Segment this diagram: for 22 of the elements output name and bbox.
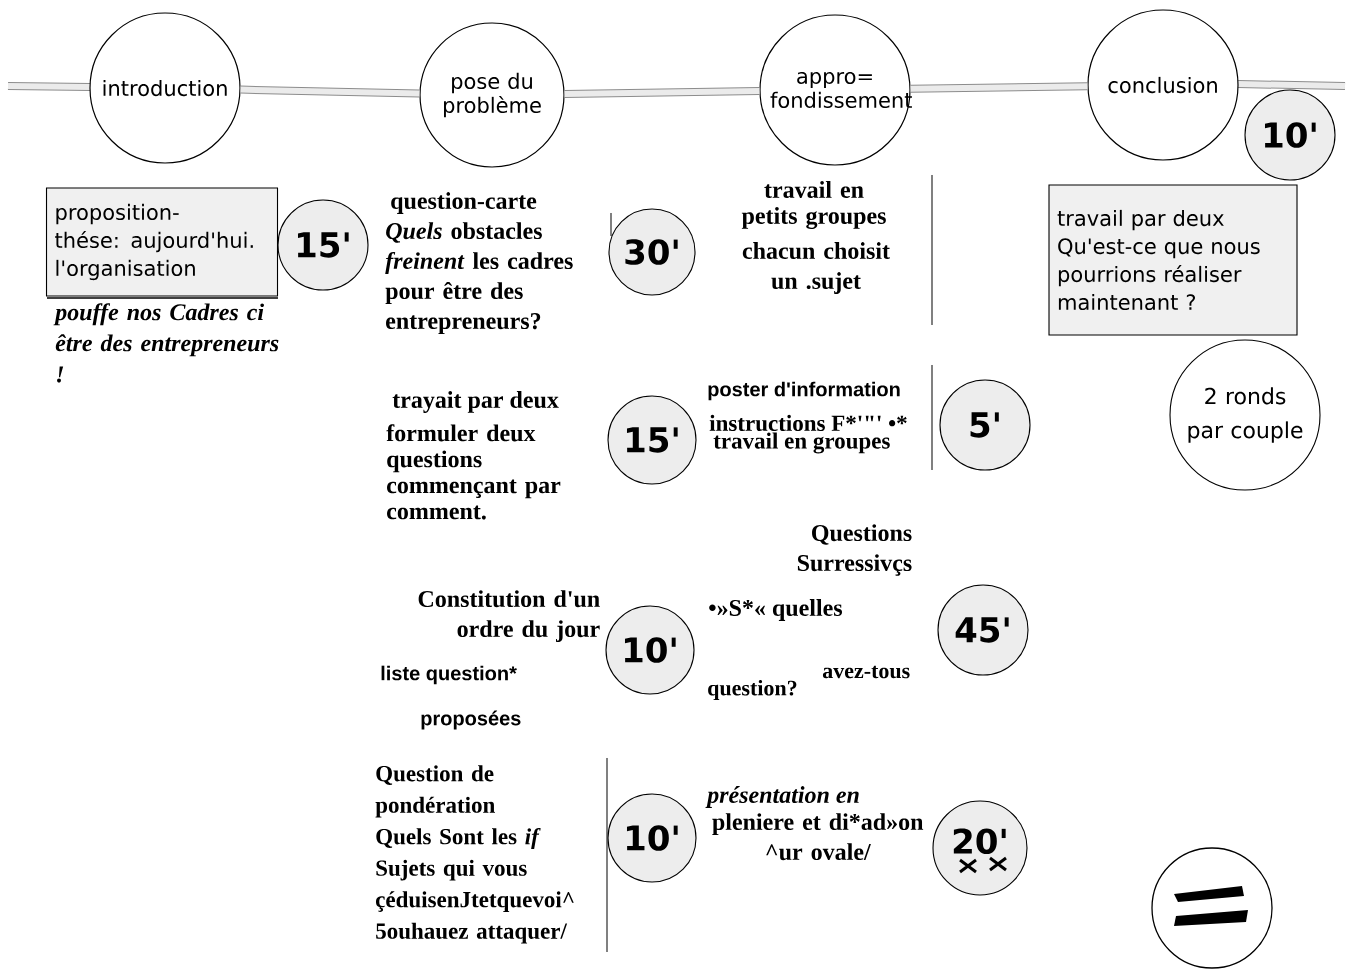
note-text: pouffe nos Cadres ci être des entrepreneurs ! [53,303,279,383]
note-text: Quels obstacles freinent les cadres pour être des entrepreneurs? [385,222,573,334]
equals-symbol-circle [1151,847,1273,969]
note-text: question? [708,680,797,700]
rope [240,85,420,98]
note-text: proposées [421,710,521,730]
handwritten-box: travail par deux Qu'est-ce que nous pourrions réaliser maintenant ? [1048,184,1298,336]
rope [564,87,760,98]
note-text: chacun choisit un .sujet [742,242,890,294]
note-text: pleniere et di*ad»on ^ur ovale/ [712,813,924,861]
note-text: travail en groupes [713,432,890,454]
note-text: travail en petits groupes [741,181,886,229]
rope [910,82,1088,93]
note-text: présentation en [705,786,859,808]
note-text: •»S*« quelles [709,599,843,621]
note-text: question-carte [391,192,537,214]
note-text: formuler deux questions commençant par comment. [386,424,561,520]
note-text: instructions F*'"' •* [709,414,907,432]
note-text: liste question* [381,665,517,685]
handwritten-box: proposition-thése: aujourd'hui. l'organisation [45,187,279,297]
note-text: poster d'information [708,381,900,401]
note-text: Questions Surressivçs [797,524,912,576]
